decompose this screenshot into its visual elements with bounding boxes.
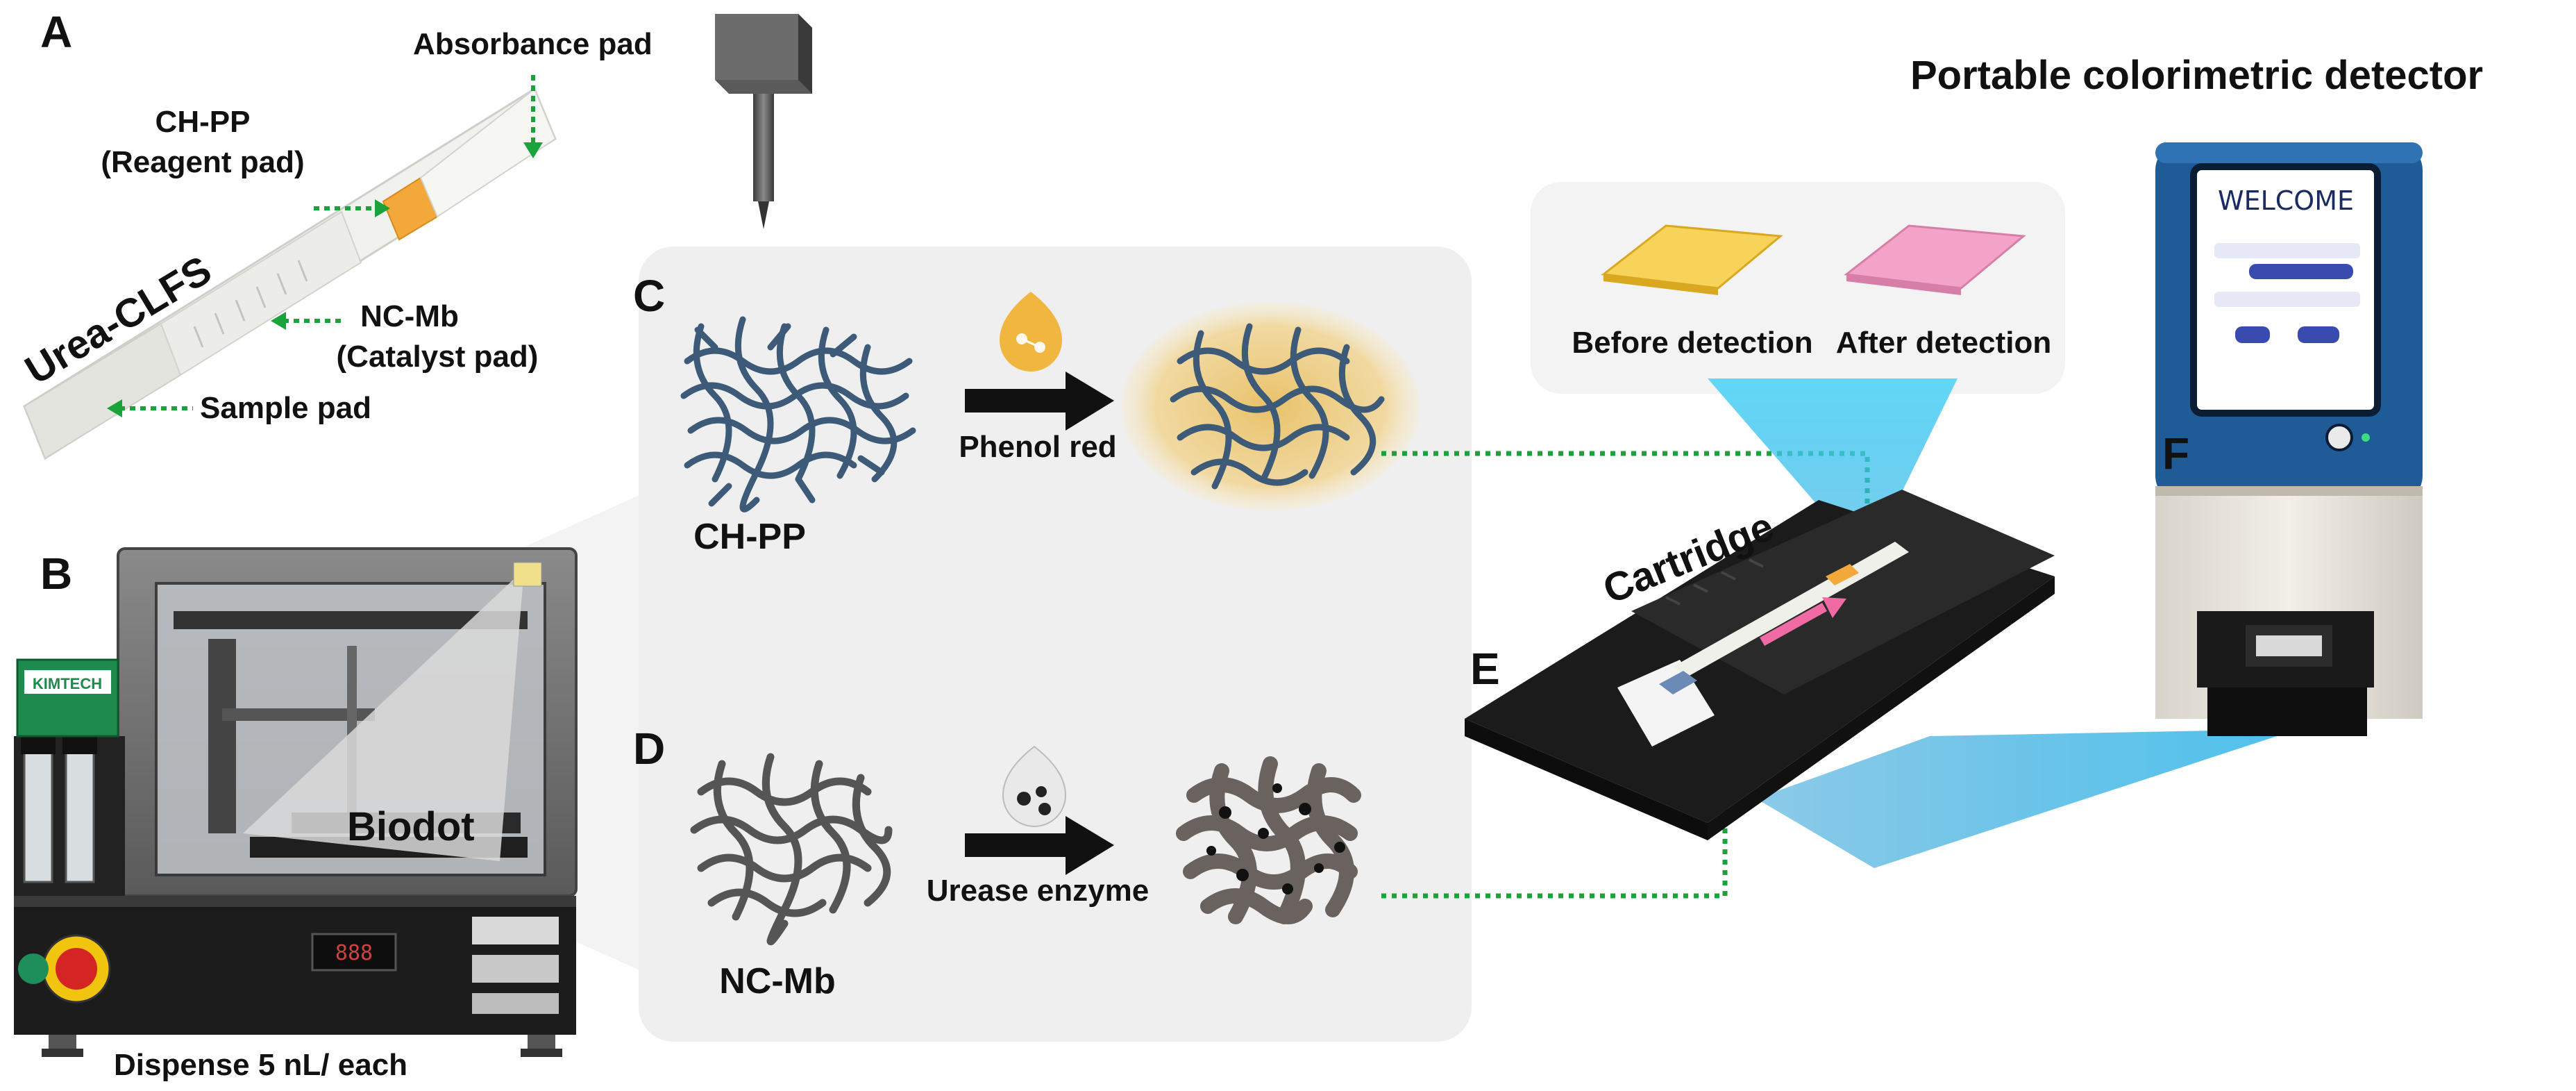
- urease-enzyme-label: Urease enzyme: [927, 874, 1149, 908]
- panel-e: E Cart: [1465, 490, 2284, 868]
- detection-color-panel: Before detection After detection: [1531, 182, 2065, 563]
- phenol-red-label: Phenol red: [959, 430, 1116, 464]
- panel-letter-b: B: [40, 549, 72, 599]
- ncmb-fiber-mesh: [690, 753, 893, 946]
- urease-enzyme-arrow: [965, 816, 1114, 875]
- after-detection-label: After detection: [1836, 326, 2051, 360]
- sample-pad-label: Sample pad: [200, 391, 371, 425]
- detector-title: Portable colorimetric detector: [1910, 53, 2483, 98]
- phenol-red-arrow: [965, 372, 1114, 431]
- panel-a: A Urea-CLFS Absorbance pad CH-PP: [17, 7, 653, 460]
- machine-display-digits: 888: [335, 941, 373, 965]
- dispenser-caption: Dispense 5 nL/ each: [114, 1048, 407, 1082]
- chpp-material-label: CH-PP: [693, 517, 806, 557]
- panel-letter-d: D: [633, 724, 665, 774]
- panel-c: C CH-PP Phenol red: [633, 271, 1870, 557]
- status-led: [2362, 433, 2370, 442]
- chpp-label-line1: CH-PP: [155, 105, 251, 139]
- detection-light-beam: [1708, 378, 1958, 563]
- urea-clfs-strip: [23, 87, 557, 460]
- chpp-fiber-mesh: [680, 316, 916, 513]
- emergency-stop-button: [56, 948, 97, 990]
- before-detection-swatch: [1601, 224, 1783, 295]
- start-button: [18, 953, 49, 984]
- panel-f: Portable colorimetric detector WELCOME: [1910, 53, 2483, 736]
- detector-screen: [2190, 163, 2381, 417]
- panel-letter-f: F: [2162, 428, 2189, 478]
- panel-letter-c: C: [633, 271, 665, 321]
- chpp-treated-mesh: [1121, 302, 1420, 510]
- panel-letter-a: A: [40, 7, 72, 57]
- after-detection-swatch: [1844, 224, 2026, 295]
- ncmb-material-label: NC-Mb: [719, 961, 836, 1001]
- dispense-nozzle: [715, 14, 812, 229]
- panel-d: D NC-Mb Urease enzyme: [633, 658, 1735, 1001]
- ncmb-label-line1: NC-Mb: [360, 299, 459, 333]
- ncmb-treated-mesh: [1176, 756, 1361, 924]
- ncmb-label-line2: (Catalyst pad): [337, 340, 539, 374]
- biodot-machine-photo: 888 KIMTECH: [14, 547, 578, 1057]
- chpp-label-line2: (Reagent pad): [101, 145, 304, 179]
- urease-drop-icon: [1002, 745, 1067, 827]
- power-button: [2325, 424, 2353, 451]
- cartridge-to-device-beam: [1756, 729, 2284, 868]
- panel-letter-e: E: [1470, 644, 1500, 694]
- kimtech-label: KIMTECH: [33, 675, 102, 692]
- biodot-brand-label: Biodot: [347, 804, 475, 849]
- panel-b: B 888: [14, 486, 659, 1082]
- before-detection-label: Before detection: [1572, 326, 1812, 360]
- cartridge-photo: [1465, 490, 2055, 840]
- phenol-red-drop-icon: [1000, 292, 1062, 372]
- absorbance-pad-label: Absorbance pad: [413, 27, 653, 61]
- detector-device-photo: WELCOME: [2155, 142, 2423, 736]
- screen-welcome-text: WELCOME: [2218, 185, 2354, 216]
